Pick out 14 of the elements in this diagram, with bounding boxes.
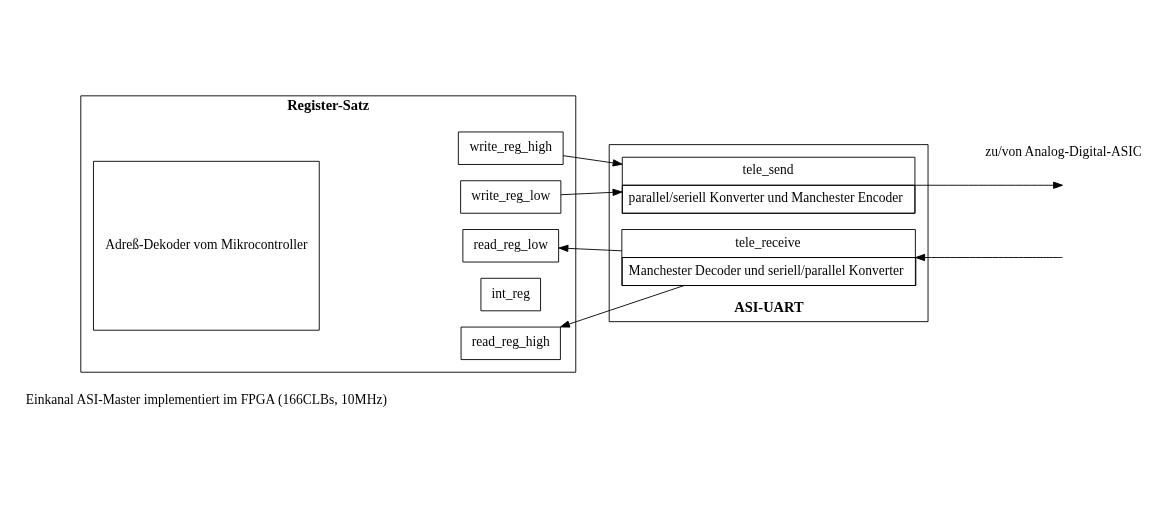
node-box: read_reg_low [462, 229, 560, 263]
node-box: read_reg_high [460, 326, 561, 361]
node-box: Adreß-Dekoder vom Mikrocontroller [93, 160, 320, 331]
arrow [560, 188, 623, 196]
node-box: write_reg_low [460, 180, 562, 214]
arrow [559, 285, 685, 328]
arrow [915, 253, 1063, 262]
arrow [558, 244, 623, 252]
label: zu/von Analog-Digital-ASIC [985, 143, 1142, 159]
label: Einkanal ASI-Master implementiert im FPGA (166CLBs, 10MHz) [25, 392, 387, 408]
arrow [914, 181, 1063, 189]
node-box: int_reg [480, 277, 541, 312]
arrow [562, 155, 623, 167]
node-box: write_reg_high [457, 131, 564, 165]
